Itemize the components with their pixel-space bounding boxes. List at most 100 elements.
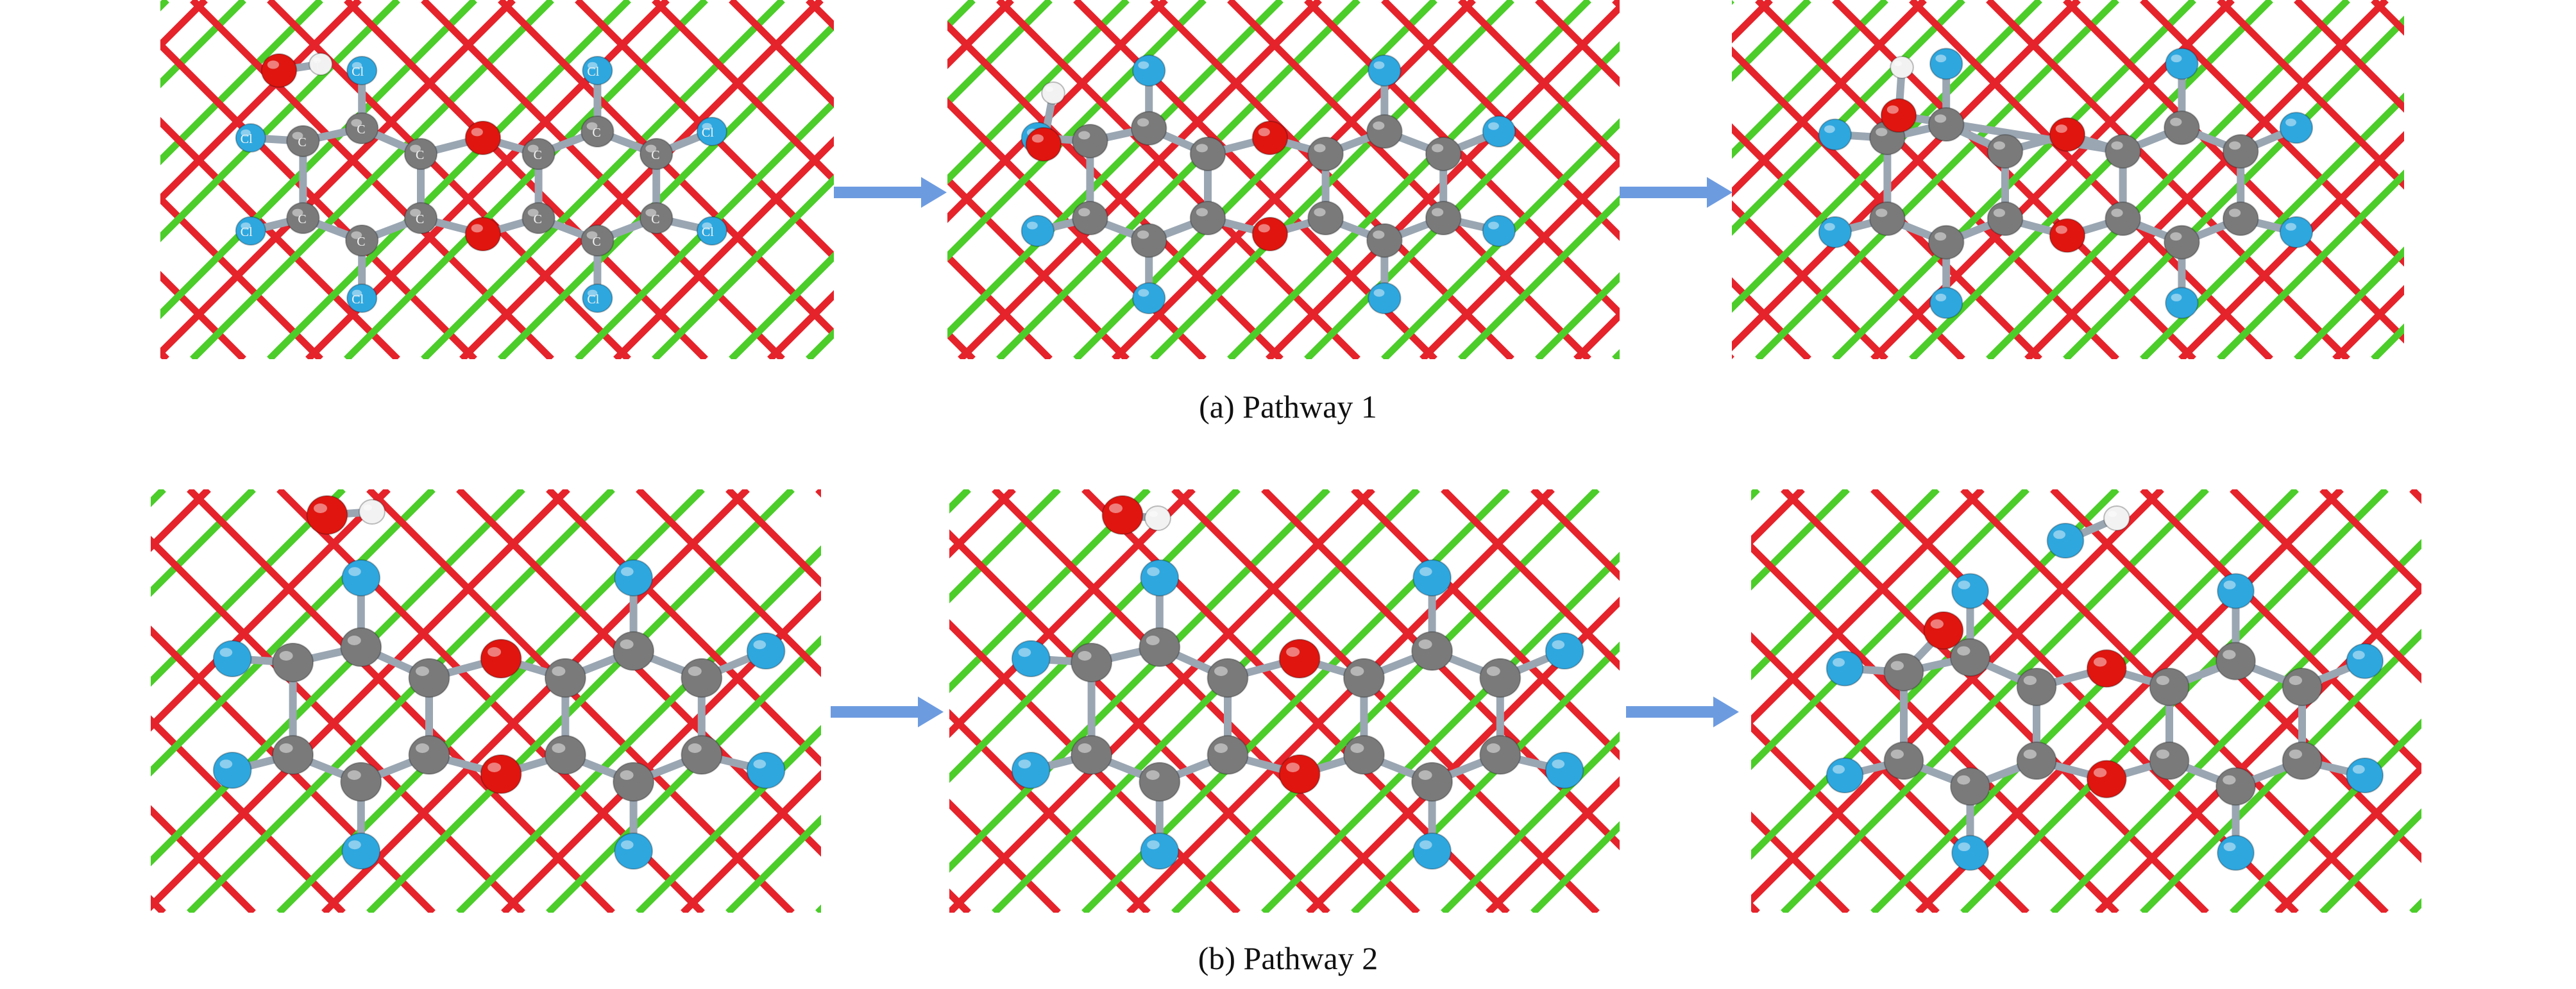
oxygen-atom [1025, 127, 1062, 162]
oxygen-atom [1278, 639, 1321, 679]
carbon-atom [1479, 735, 1521, 775]
lattice-bond [1751, 811, 1850, 913]
oxygen-atom [480, 639, 522, 679]
oxygen-atom [1923, 611, 1964, 650]
chlorine-atom [1368, 282, 1402, 314]
chlorine-atom [2165, 287, 2199, 319]
lattice-bond [949, 529, 1330, 913]
lattice-bond [498, 21, 834, 359]
chlorine-atom [1140, 559, 1180, 596]
atom-label: C [534, 148, 542, 162]
lattice-bond [2217, 169, 2404, 359]
chlorine-atom [582, 56, 613, 85]
carbon-atom [2282, 741, 2323, 780]
carbon-atom [2282, 668, 2323, 706]
lattice-bond [1306, 596, 1620, 913]
carbon-atom [521, 138, 555, 170]
carbon-atom [1411, 762, 1453, 802]
carbon-atom [408, 658, 450, 698]
carbon-atom [1425, 137, 1462, 171]
chlorine-atom [1826, 757, 1864, 793]
carbon-atom [1130, 111, 1167, 146]
atom-label: Cl [352, 65, 364, 79]
carbon-atom [345, 112, 379, 144]
oxygen-atom [1278, 754, 1321, 794]
lattice-bond [1755, 0, 2119, 359]
carbon-atom [1307, 201, 1344, 235]
lattice-bond [947, 0, 1168, 223]
lattice-bond [992, 489, 1420, 913]
carbon-atom [340, 762, 382, 802]
lattice-bond [681, 770, 821, 913]
lattice-bond [344, 0, 708, 359]
lattice-bond [501, 590, 821, 913]
chlorine-atom [746, 632, 786, 670]
oxygen-atom [2049, 117, 2086, 152]
lattice-bond [1732, 200, 1888, 359]
lattice-bond [613, 136, 834, 359]
oxygen-atom [1101, 495, 1144, 535]
chlorine-atom [1011, 640, 1051, 677]
lattice-bond [1150, 0, 1514, 359]
hydrogen-atom [1890, 56, 1914, 79]
chlorine-atom [212, 640, 252, 677]
lattice-bond [1751, 489, 2164, 905]
lattice-bond [151, 489, 525, 866]
lattice-bond [652, 174, 834, 359]
lattice-bond [949, 489, 1151, 693]
lattice-bond [1986, 0, 2350, 359]
chlorine-atom [1011, 752, 1051, 789]
carbon-atom [2149, 741, 2190, 780]
carbon-atom [408, 735, 450, 775]
pathway1-step3-panel [1732, 0, 2404, 359]
carbon-atom [403, 138, 438, 170]
oxygen-atom [260, 53, 298, 88]
lattice-bond [1261, 552, 1620, 913]
chlorine-atom [341, 833, 381, 870]
lattice-bond [2294, 246, 2404, 359]
lattice-bond [1486, 776, 1620, 913]
carbon-atom [286, 125, 320, 157]
chlorine-atom [2217, 573, 2255, 609]
carbon-atom [580, 224, 614, 257]
chlorine-atom [1482, 115, 1516, 148]
carbon-atom [640, 202, 674, 234]
carbon-atom [1343, 735, 1385, 775]
chlorine-atom [614, 833, 653, 870]
carbon-atom [613, 762, 655, 802]
right-arrow-icon [834, 177, 947, 208]
molecular-structure-b3 [1751, 489, 2421, 913]
carbon-atom [2216, 767, 2256, 806]
lattice-bond [949, 489, 1061, 604]
atom-label: Cl [587, 292, 599, 307]
carbon-atom [403, 202, 438, 234]
oxygen-atom [1880, 98, 1917, 133]
carbon-atom [613, 631, 655, 671]
lattice-bond [949, 489, 1330, 873]
molecular-structure-a2 [947, 0, 1620, 359]
lattice-bond [459, 0, 824, 359]
carbon-atom [2105, 201, 2141, 236]
carbon-atom [2105, 134, 2141, 169]
lattice-bond [1381, 118, 1620, 359]
lattice-bond [947, 0, 1130, 185]
lattice-bond [947, 174, 1130, 359]
lattice-bond [947, 0, 1053, 108]
lattice-bond [1751, 722, 1940, 913]
carbon-atom [2164, 224, 2200, 260]
carbon-atom [345, 224, 379, 257]
carbon-atom [1130, 223, 1167, 258]
molecular-structure-b2 [949, 489, 1620, 913]
lattice-bond [1535, 272, 1620, 359]
lattice-bond [160, 0, 400, 242]
lattice-bond [636, 725, 821, 913]
carbon-atom [1883, 653, 1924, 691]
hydrogen-atom [2103, 505, 2130, 531]
carbon-atom [1139, 762, 1181, 802]
carbon-atom [1479, 658, 1521, 698]
lattice-bond [1171, 489, 1600, 913]
chlorine-atom [1929, 47, 1963, 80]
atom-label: C [416, 212, 424, 226]
